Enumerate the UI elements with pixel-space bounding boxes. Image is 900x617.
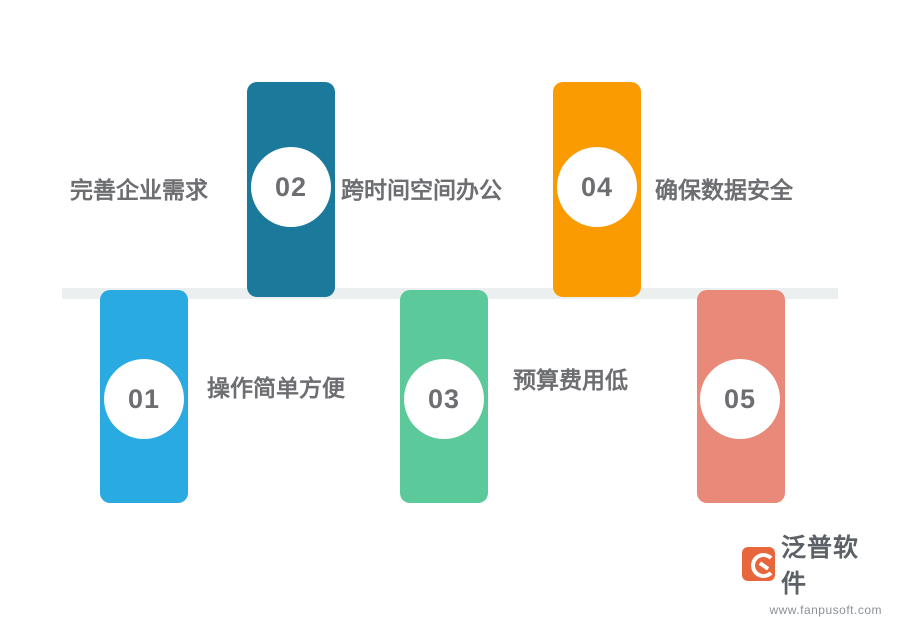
label-04: 确保数据安全 [655,177,793,203]
number-badge-05-text: 05 [723,383,757,414]
watermark: 泛普软件 www.fanpusoft.com [742,528,882,617]
diagram-canvas: 01 02 03 04 05 完善企业需求 跨时间空间办公 确保数据安全 操作简… [0,0,900,600]
number-badge-02: 02 [251,147,331,227]
number-badge-03: 03 [404,359,484,439]
watermark-row: 泛普软件 [742,528,882,600]
label-03: 跨时间空间办公 [341,177,502,203]
number-badge-01-text: 01 [127,383,161,414]
label-05: 预算费用低 [513,367,628,393]
brand-logo-icon [742,547,776,581]
label-02: 完善企业需求 [70,177,208,203]
number-badge-03-text: 03 [427,383,461,414]
brand-url: www.fanpusoft.com [769,603,882,617]
number-badge-02-text: 02 [274,171,308,202]
number-badge-05: 05 [700,359,780,439]
number-badge-01: 01 [104,359,184,439]
label-01: 操作简单方便 [207,375,345,401]
number-badge-04-text: 04 [580,171,614,202]
brand-name: 泛普软件 [781,534,860,598]
number-badge-04: 04 [557,147,637,227]
